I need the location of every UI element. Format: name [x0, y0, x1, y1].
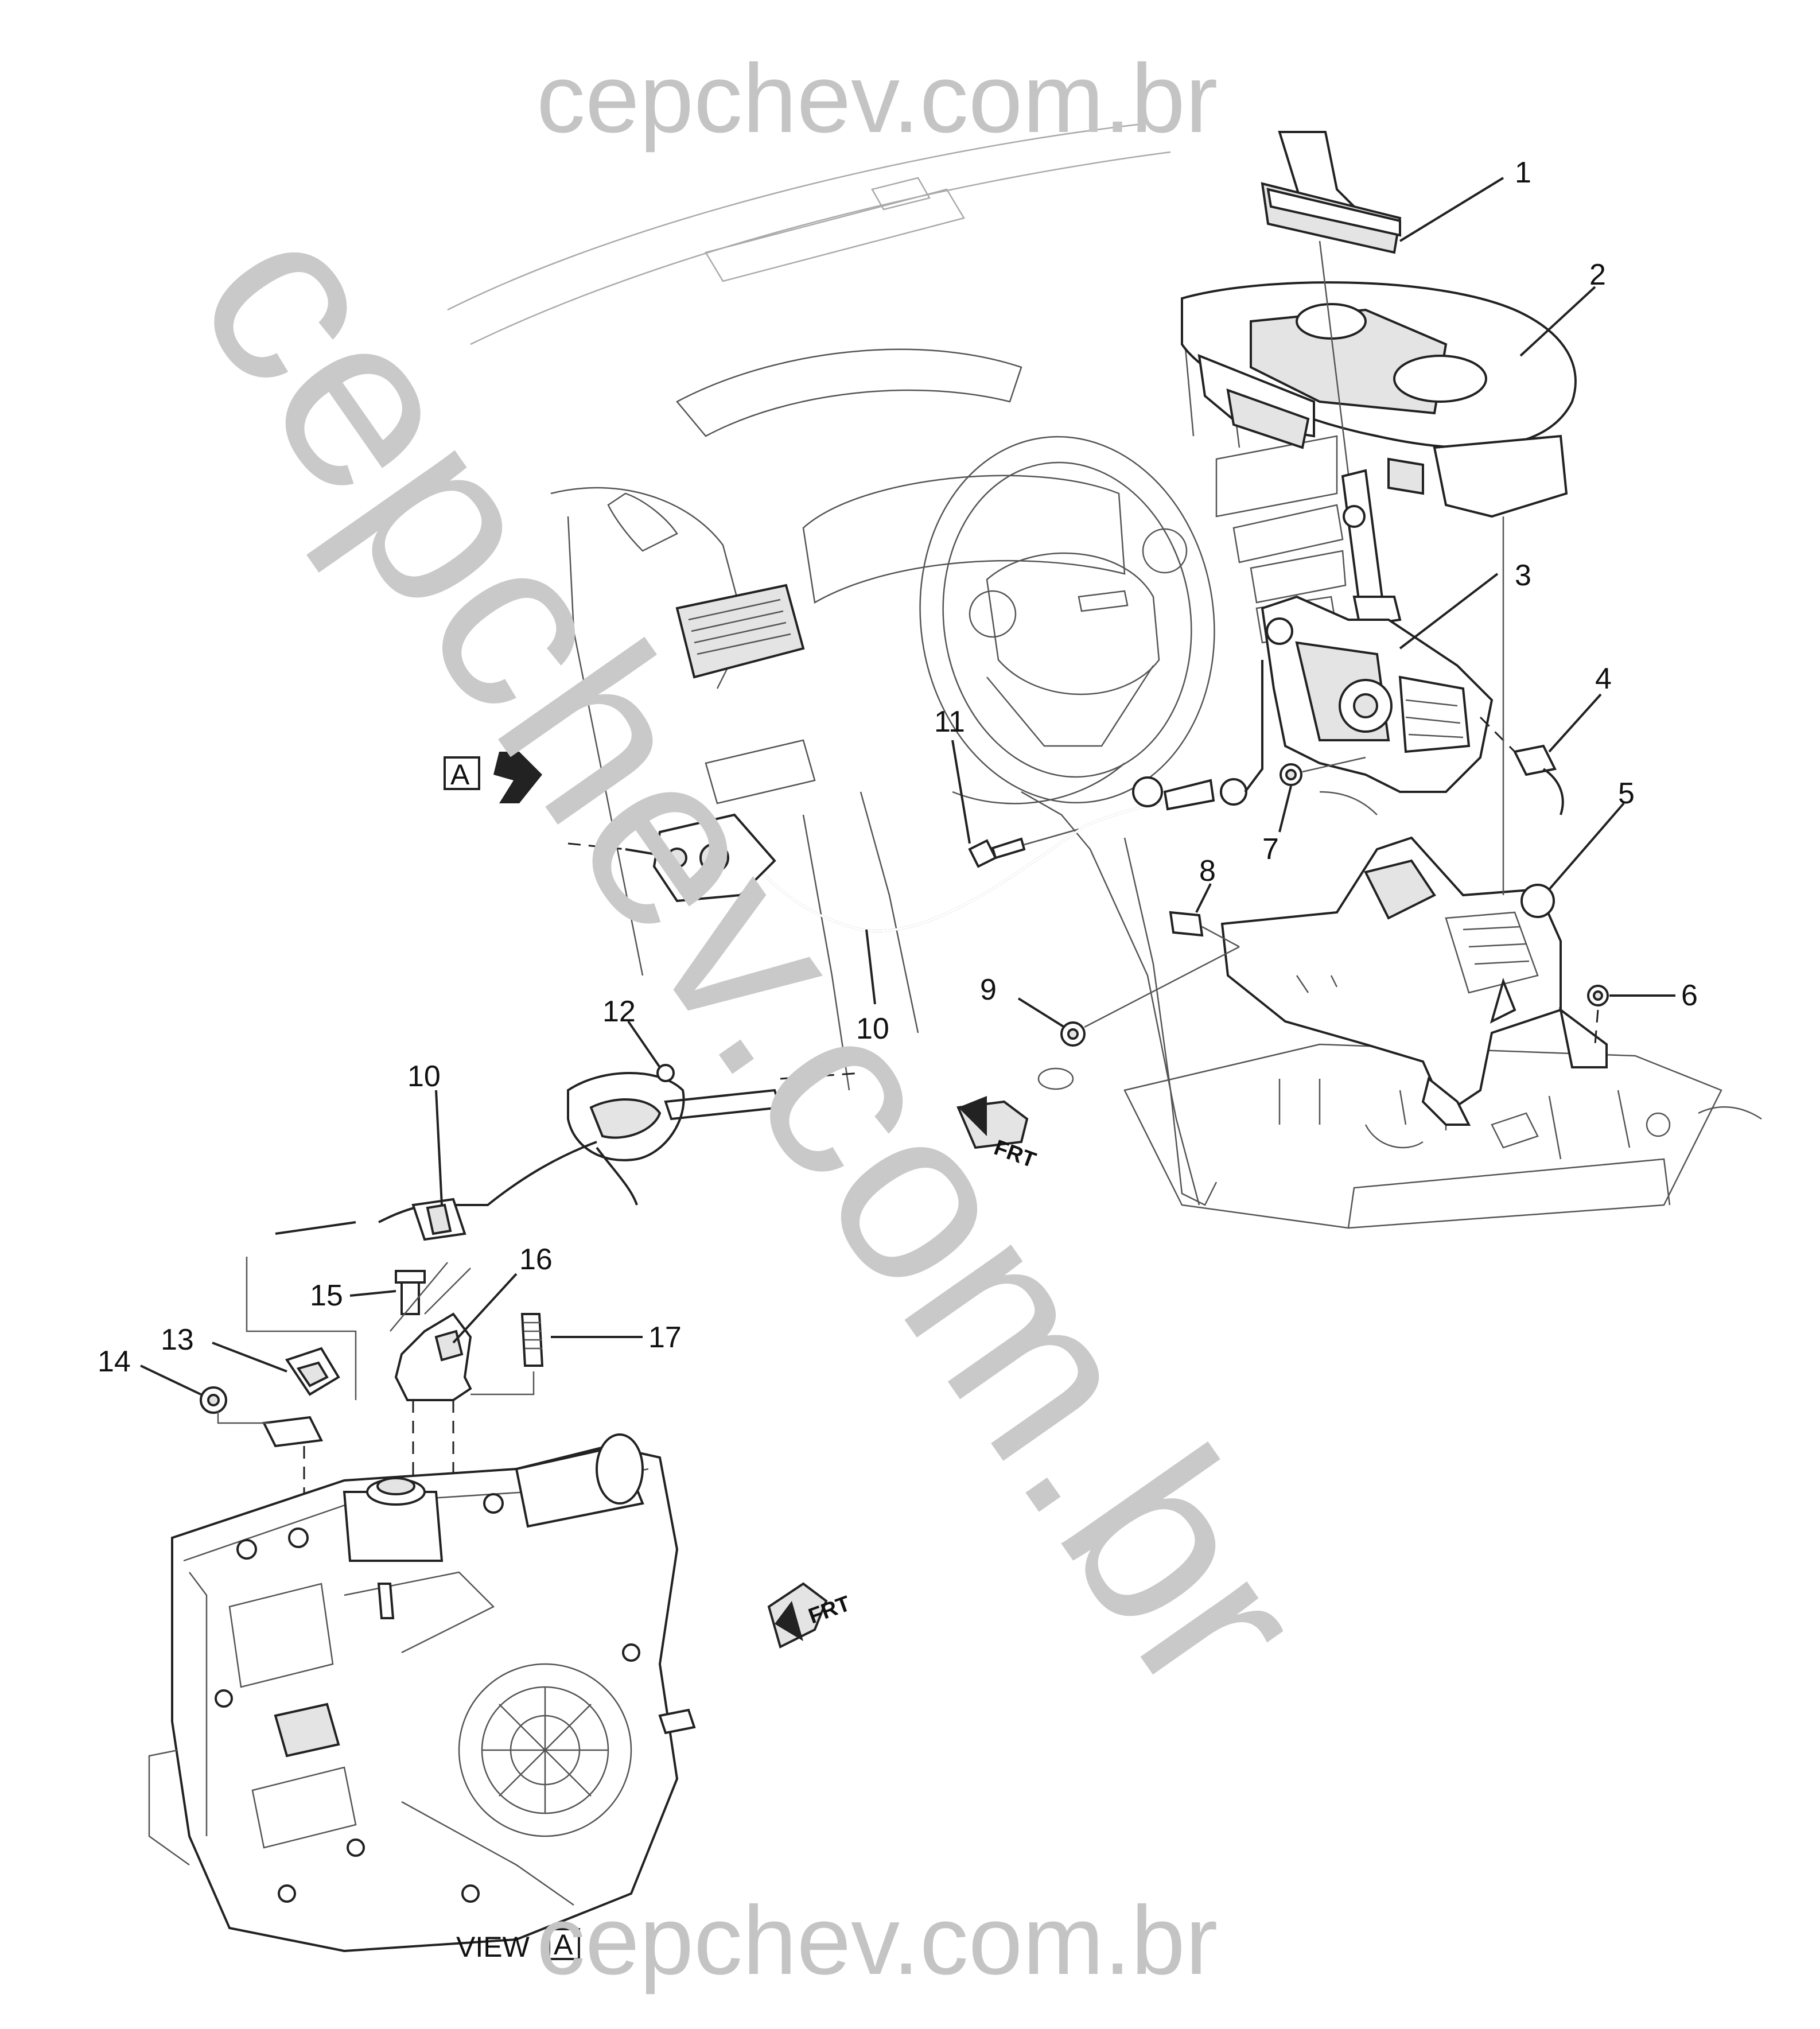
view-a-label: VIEW A: [456, 1928, 580, 1963]
callout-10-lower: 10: [407, 1060, 441, 1093]
leader-line-14: [140, 1365, 201, 1396]
clip-part-8: [1169, 911, 1204, 937]
shift-knob-part: [1261, 131, 1402, 254]
callout-16: 16: [519, 1243, 553, 1276]
leader-line-2: [1519, 286, 1596, 357]
callout-6: 6: [1681, 979, 1698, 1012]
callout-5: 5: [1618, 777, 1635, 810]
watermark-bottom: cepchev.com.br: [536, 1886, 1218, 1995]
callout-14: 14: [98, 1345, 131, 1378]
lower-cable-section: [200, 1064, 782, 1549]
bolt-part-11: [968, 837, 1026, 868]
shifter-assembly-part: [1261, 469, 1494, 793]
frt-arrow-lower: FRT: [767, 1582, 853, 1649]
nut-part-6: [1587, 985, 1609, 1006]
leader-line-1: [1399, 177, 1504, 242]
leader-line-7: [1278, 786, 1292, 833]
assembly-line-8: [1201, 926, 1240, 948]
callout-1: 1: [1515, 156, 1531, 189]
view-a-marker: A: [444, 752, 542, 803]
shift-cable-upper: [567, 660, 1263, 932]
assembly-line-7: [1302, 756, 1366, 773]
view-label-word: VIEW: [456, 1931, 530, 1963]
leader-line-10-upper: [865, 929, 876, 1005]
nut-part-7: [1280, 763, 1302, 786]
callout-4: 4: [1595, 662, 1612, 695]
callout-13: 13: [161, 1323, 194, 1356]
transmission-illustration: [148, 1433, 696, 1953]
watermark-top: cepchev.com.br: [536, 44, 1218, 153]
callout-3: 3: [1515, 559, 1531, 592]
leader-line-10-lower: [435, 1090, 443, 1206]
callout-2: 2: [1589, 258, 1606, 291]
view-label-letter: A: [554, 1929, 573, 1961]
leader-line-4: [1548, 693, 1602, 753]
callout-8: 8: [1199, 854, 1216, 888]
leader-line-16: [452, 1273, 518, 1344]
leader-line-15: [349, 1290, 396, 1297]
callout-17: 17: [648, 1321, 682, 1354]
bolt-part-9: [1060, 1021, 1086, 1047]
dashboard-illustration: [447, 122, 1378, 1206]
view-a-marker-letter: A: [450, 759, 470, 791]
leader-line-3: [1399, 573, 1499, 650]
leader-line-9: [1017, 997, 1065, 1028]
leader-line-12: [627, 1020, 661, 1068]
callout-10-upper: 10: [856, 1012, 889, 1045]
assembly-line-11: [1024, 828, 1079, 846]
callout-9: 9: [980, 973, 997, 1006]
leader-line-8: [1195, 883, 1212, 913]
assembly-line-9: [1084, 946, 1240, 1028]
cable-dash-link: [780, 1072, 861, 1080]
callout-numbers: 1 2 3 4 5 6 7 8 9 10 11 10 12 13 14 15 1…: [98, 156, 1698, 1378]
leader-line-5: [1548, 802, 1625, 891]
electrical-connector-part: [1479, 716, 1564, 815]
callout-12: 12: [602, 995, 636, 1028]
shifter-bracket-part: [1220, 836, 1608, 1126]
leader-line-11: [951, 740, 971, 844]
leader-line-13: [212, 1342, 287, 1373]
assembly-line-6: [1594, 1009, 1599, 1045]
callout-7: 7: [1262, 833, 1279, 866]
callout-15: 15: [310, 1279, 343, 1312]
callout-11: 11: [934, 705, 965, 738]
console-trim-part: [1181, 281, 1577, 518]
